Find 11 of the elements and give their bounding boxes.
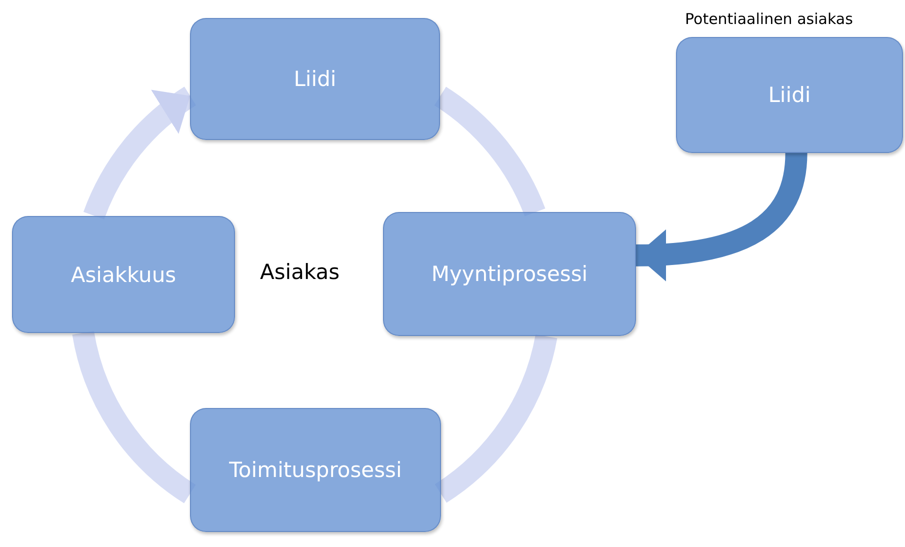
process-box <box>190 408 441 532</box>
box-label: Liidi <box>294 67 336 91</box>
box-label: Toimitusprosessi <box>229 458 402 482</box>
process-box <box>190 18 440 140</box>
process-box <box>383 212 636 336</box>
center-label: Asiakas <box>260 260 340 284</box>
box-label: Asiakkuus <box>70 262 176 286</box>
box-label: Liidi <box>768 83 811 107</box>
process-box <box>12 216 235 333</box>
box-label: Myyntiprosessi <box>431 262 588 286</box>
box-caption: Potentiaalinen asiakas <box>685 10 853 28</box>
